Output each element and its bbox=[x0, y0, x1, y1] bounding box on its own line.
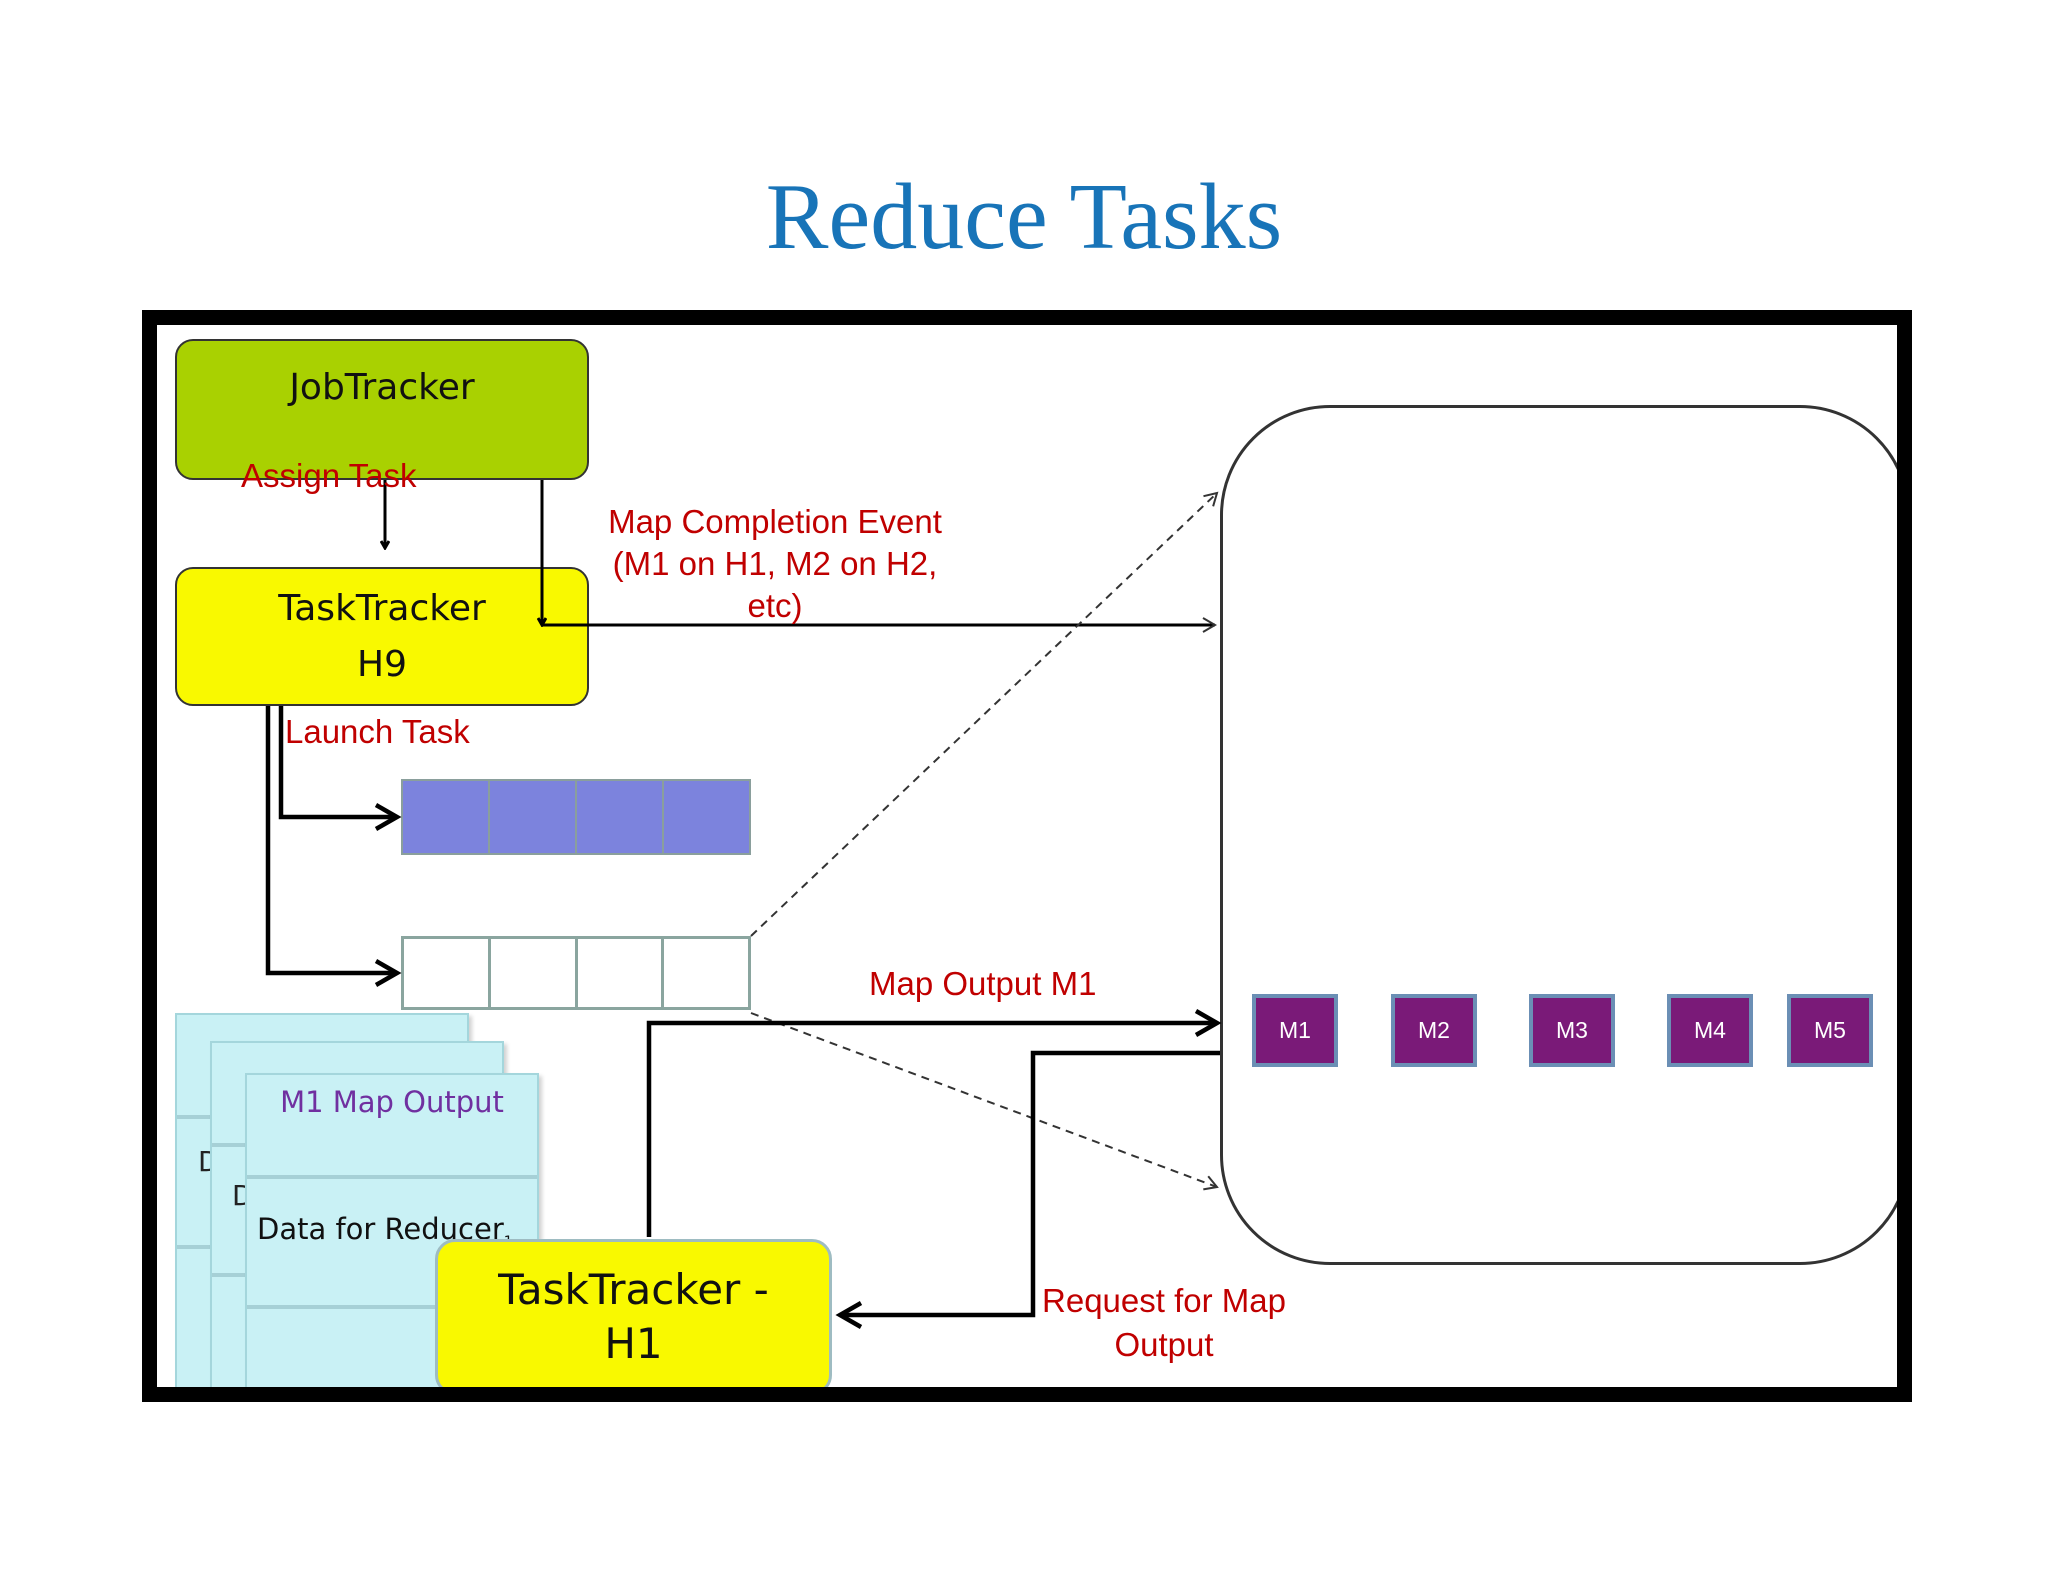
launch-task-arrow-upper bbox=[278, 706, 402, 831]
map-completion-label: Map Completion Event (M1 on H1, M2 on H2… bbox=[585, 501, 965, 627]
launch-task-arrow-lower bbox=[265, 706, 402, 987]
task-slot bbox=[490, 781, 577, 853]
task-tracker-h9-line2: H9 bbox=[357, 643, 407, 685]
task-slot bbox=[578, 939, 665, 1007]
map-output-arrow bbox=[646, 1009, 1222, 1237]
request-map-output-label: Request for Map Output bbox=[1019, 1279, 1309, 1367]
request-map-output-arrow bbox=[835, 1050, 1220, 1329]
map-cluster-box bbox=[1220, 405, 1897, 1265]
diagram-frame: JobTracker TaskTracker H9 D D M1 Map Out… bbox=[142, 310, 1912, 1402]
map-task-m2: M2 bbox=[1391, 994, 1477, 1067]
map-completion-line1: Map Completion Event bbox=[608, 503, 942, 540]
task-tracker-h1-line2: H1 bbox=[604, 1319, 663, 1368]
map-output-header: M1 Map Output bbox=[280, 1085, 504, 1119]
assign-task-label: Assign Task bbox=[241, 457, 417, 494]
slide-title: Reduce Tasks bbox=[765, 165, 1283, 269]
map-task-m4: M4 bbox=[1667, 994, 1753, 1067]
request-map-output-line1: Request for Map bbox=[1042, 1282, 1286, 1319]
task-slot bbox=[403, 781, 490, 853]
task-tracker-h1-box: TaskTracker - H1 bbox=[435, 1239, 832, 1387]
map-completion-line3: etc) bbox=[747, 587, 803, 624]
running-task-slots bbox=[401, 779, 751, 855]
launch-task-label: Launch Task bbox=[285, 713, 470, 750]
dashed-zoom-line-upper bbox=[750, 491, 1219, 937]
task-tracker-h9-line1: TaskTracker bbox=[278, 587, 486, 629]
task-tracker-h1-line1: TaskTracker - bbox=[498, 1265, 769, 1314]
request-map-output-line2: Output bbox=[1114, 1326, 1214, 1363]
map-output-m1-label: Map Output M1 bbox=[869, 965, 1097, 1002]
task-slot bbox=[577, 781, 664, 853]
job-tracker-box: JobTracker bbox=[175, 339, 589, 480]
task-slot bbox=[491, 939, 578, 1007]
task-tracker-h9-box: TaskTracker H9 bbox=[175, 567, 589, 706]
task-slot bbox=[404, 939, 491, 1007]
arrow-layer bbox=[265, 480, 1222, 1329]
map-completion-line2: (M1 on H1, M2 on H2, bbox=[612, 545, 938, 582]
map-task-m1: M1 bbox=[1252, 994, 1338, 1067]
map-task-m3: M3 bbox=[1529, 994, 1615, 1067]
dashed-zoom-line-lower bbox=[750, 1012, 1219, 1191]
job-tracker-label: JobTracker bbox=[289, 367, 475, 408]
map-task-m5: M5 bbox=[1787, 994, 1873, 1067]
reduce-task-slots bbox=[401, 936, 751, 1010]
